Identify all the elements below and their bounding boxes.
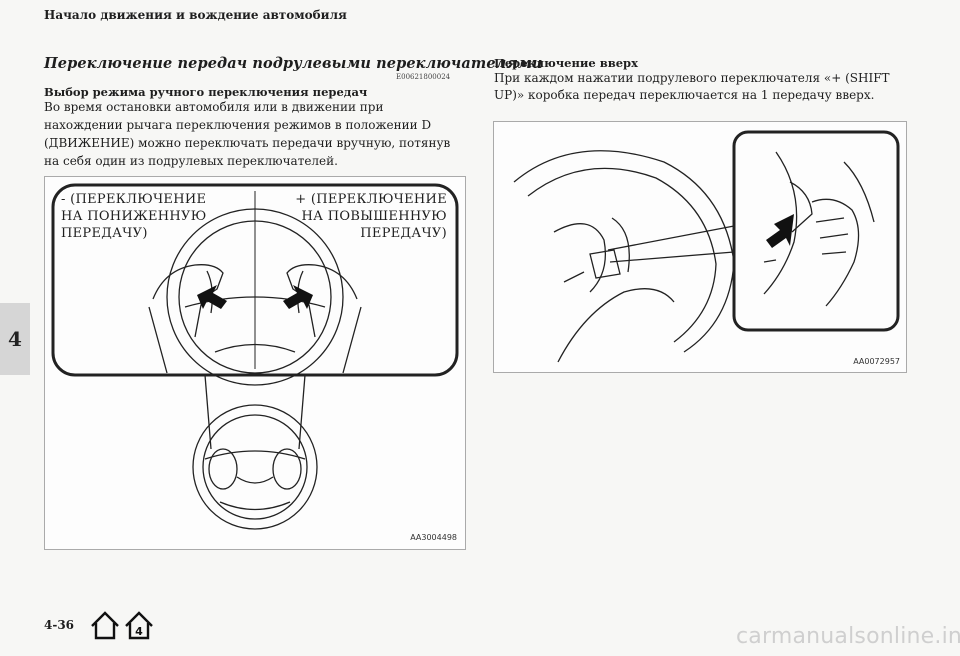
- page-header: Начало движения и вождение автомобиля: [44, 8, 347, 22]
- right-subheading: Переключение вверх: [494, 56, 638, 70]
- watermark: carmanualsonline.info: [736, 624, 960, 649]
- left-subheading: Выбор режима ручного переключения переда…: [44, 85, 368, 99]
- section-title: Переключение передач подрулевыми переклю…: [44, 55, 543, 72]
- home-icon[interactable]: [91, 611, 119, 640]
- callout-upshift: + (ПЕРЕКЛЮЧЕНИЕ НА ПОВЫШЕННУЮ ПЕРЕДАЧУ): [295, 192, 447, 241]
- left-body-text: Во время остановки автомобиля или в движ…: [44, 100, 451, 168]
- paddle-shift-figure: - (ПЕРЕКЛЮЧЕНИЕ НА ПОНИЖЕННУЮ ПЕРЕДАЧУ) …: [44, 176, 466, 550]
- upshift-paddle-illustration: [513, 130, 900, 363]
- figure-code: AA0072957: [853, 357, 900, 366]
- upshift-figure: AA0072957: [493, 121, 907, 373]
- section-code: E00621800024: [396, 73, 451, 81]
- callout-downshift: - (ПЕРЕКЛЮЧЕНИЕ НА ПОНИЖЕННУЮ ПЕРЕДАЧУ): [61, 192, 207, 241]
- steering-wheel-illustration: [51, 183, 459, 530]
- figure-code: AA3004498: [410, 533, 457, 542]
- home-4-icon[interactable]: 4: [125, 611, 153, 640]
- right-body-text: При каждом нажатии подрулевого переключа…: [494, 71, 890, 102]
- nav-icons: 4: [88, 608, 158, 646]
- chapter-tab[interactable]: 4: [0, 303, 30, 375]
- page-number: 4-36: [44, 618, 75, 632]
- svg-text:4: 4: [135, 625, 143, 638]
